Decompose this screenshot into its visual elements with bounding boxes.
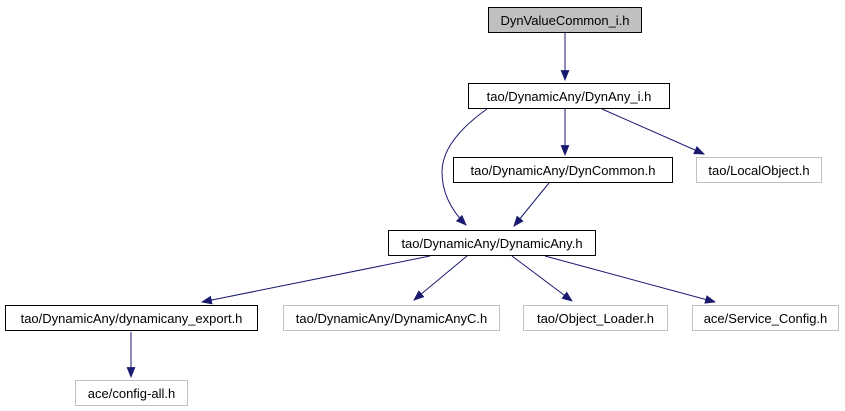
node-dyncommon-h[interactable]: tao/DynamicAny/DynCommon.h: [453, 157, 673, 183]
node-object-loader-h: tao/Object_Loader.h: [523, 305, 668, 331]
node-dynamicany-export-h[interactable]: tao/DynamicAny/dynamicany_export.h: [5, 305, 258, 331]
node-localobject-h: tao/LocalObject.h: [696, 157, 822, 183]
node-dynvaluecommon-i-h: DynValueCommon_i.h: [488, 7, 642, 33]
edge-dyncommon-to-dynamicany: [513, 182, 550, 227]
node-dynamicanyc-h: tao/DynamicAny/DynamicAnyC.h: [283, 305, 500, 331]
node-config-all-h: ace/config-all.h: [75, 380, 188, 406]
node-dynamicany-h[interactable]: tao/DynamicAny/DynamicAny.h: [388, 230, 596, 256]
node-dynany-i-h[interactable]: tao/DynamicAny/DynAny_i.h: [468, 83, 670, 109]
edge-dynamicany-to-object-loader: [511, 255, 573, 302]
edge-dynany-i-to-dynamicany: [441, 108, 488, 226]
edge-dynamicany-to-dynamicanyc: [413, 255, 468, 301]
node-service-config-h: ace/Service_Config.h: [692, 305, 839, 331]
edge-dynamicany-to-export: [200, 255, 431, 305]
edge-dynany-i-to-localobject: [601, 108, 706, 155]
edge-dynamicany-to-service-config: [544, 255, 717, 304]
